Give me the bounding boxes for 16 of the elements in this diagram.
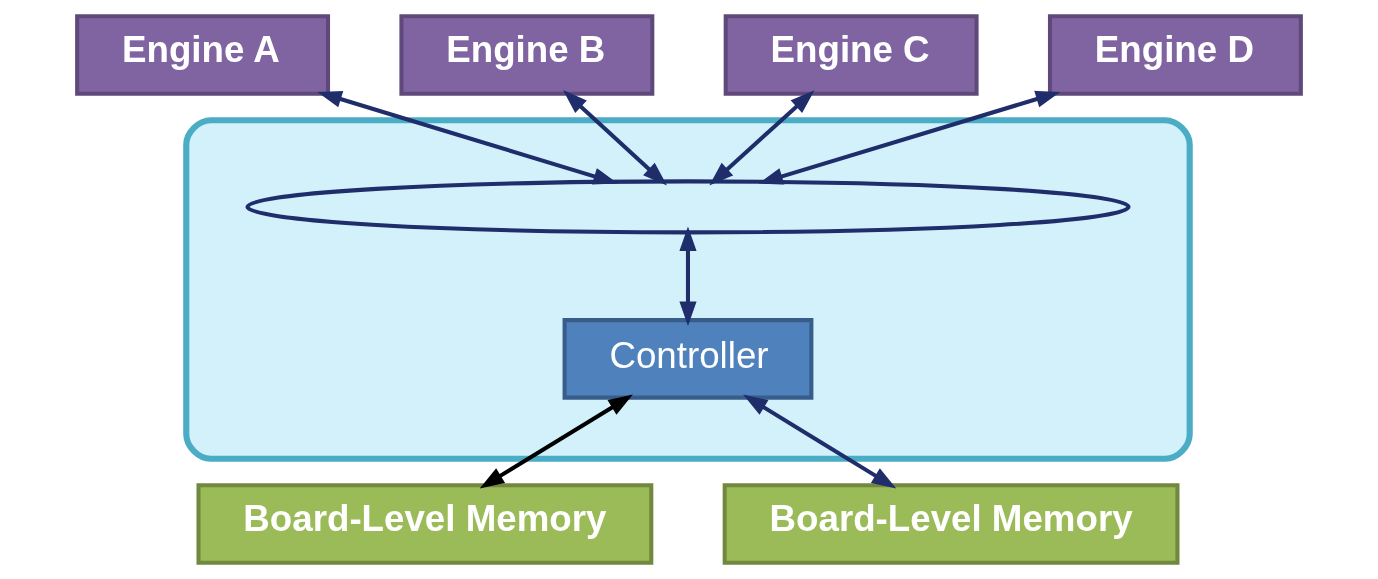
arrow	[317, 90, 618, 185]
arrow	[709, 90, 815, 186]
arrow	[758, 90, 1061, 185]
node-box: Board-Level Memory	[196, 483, 654, 565]
arrow	[563, 90, 667, 186]
node-box: Engine A	[75, 14, 331, 96]
arrow	[743, 394, 897, 489]
node-box: Engine D	[1047, 14, 1303, 96]
node-box: Engine B	[399, 14, 655, 96]
node-box: Controller	[562, 318, 814, 400]
node-box: Engine C	[723, 14, 979, 96]
node-ellipse	[245, 179, 1131, 235]
arrow	[679, 226, 697, 326]
node-box: Board-Level Memory	[722, 483, 1180, 565]
arrow	[479, 394, 633, 489]
cluster	[183, 117, 1193, 462]
